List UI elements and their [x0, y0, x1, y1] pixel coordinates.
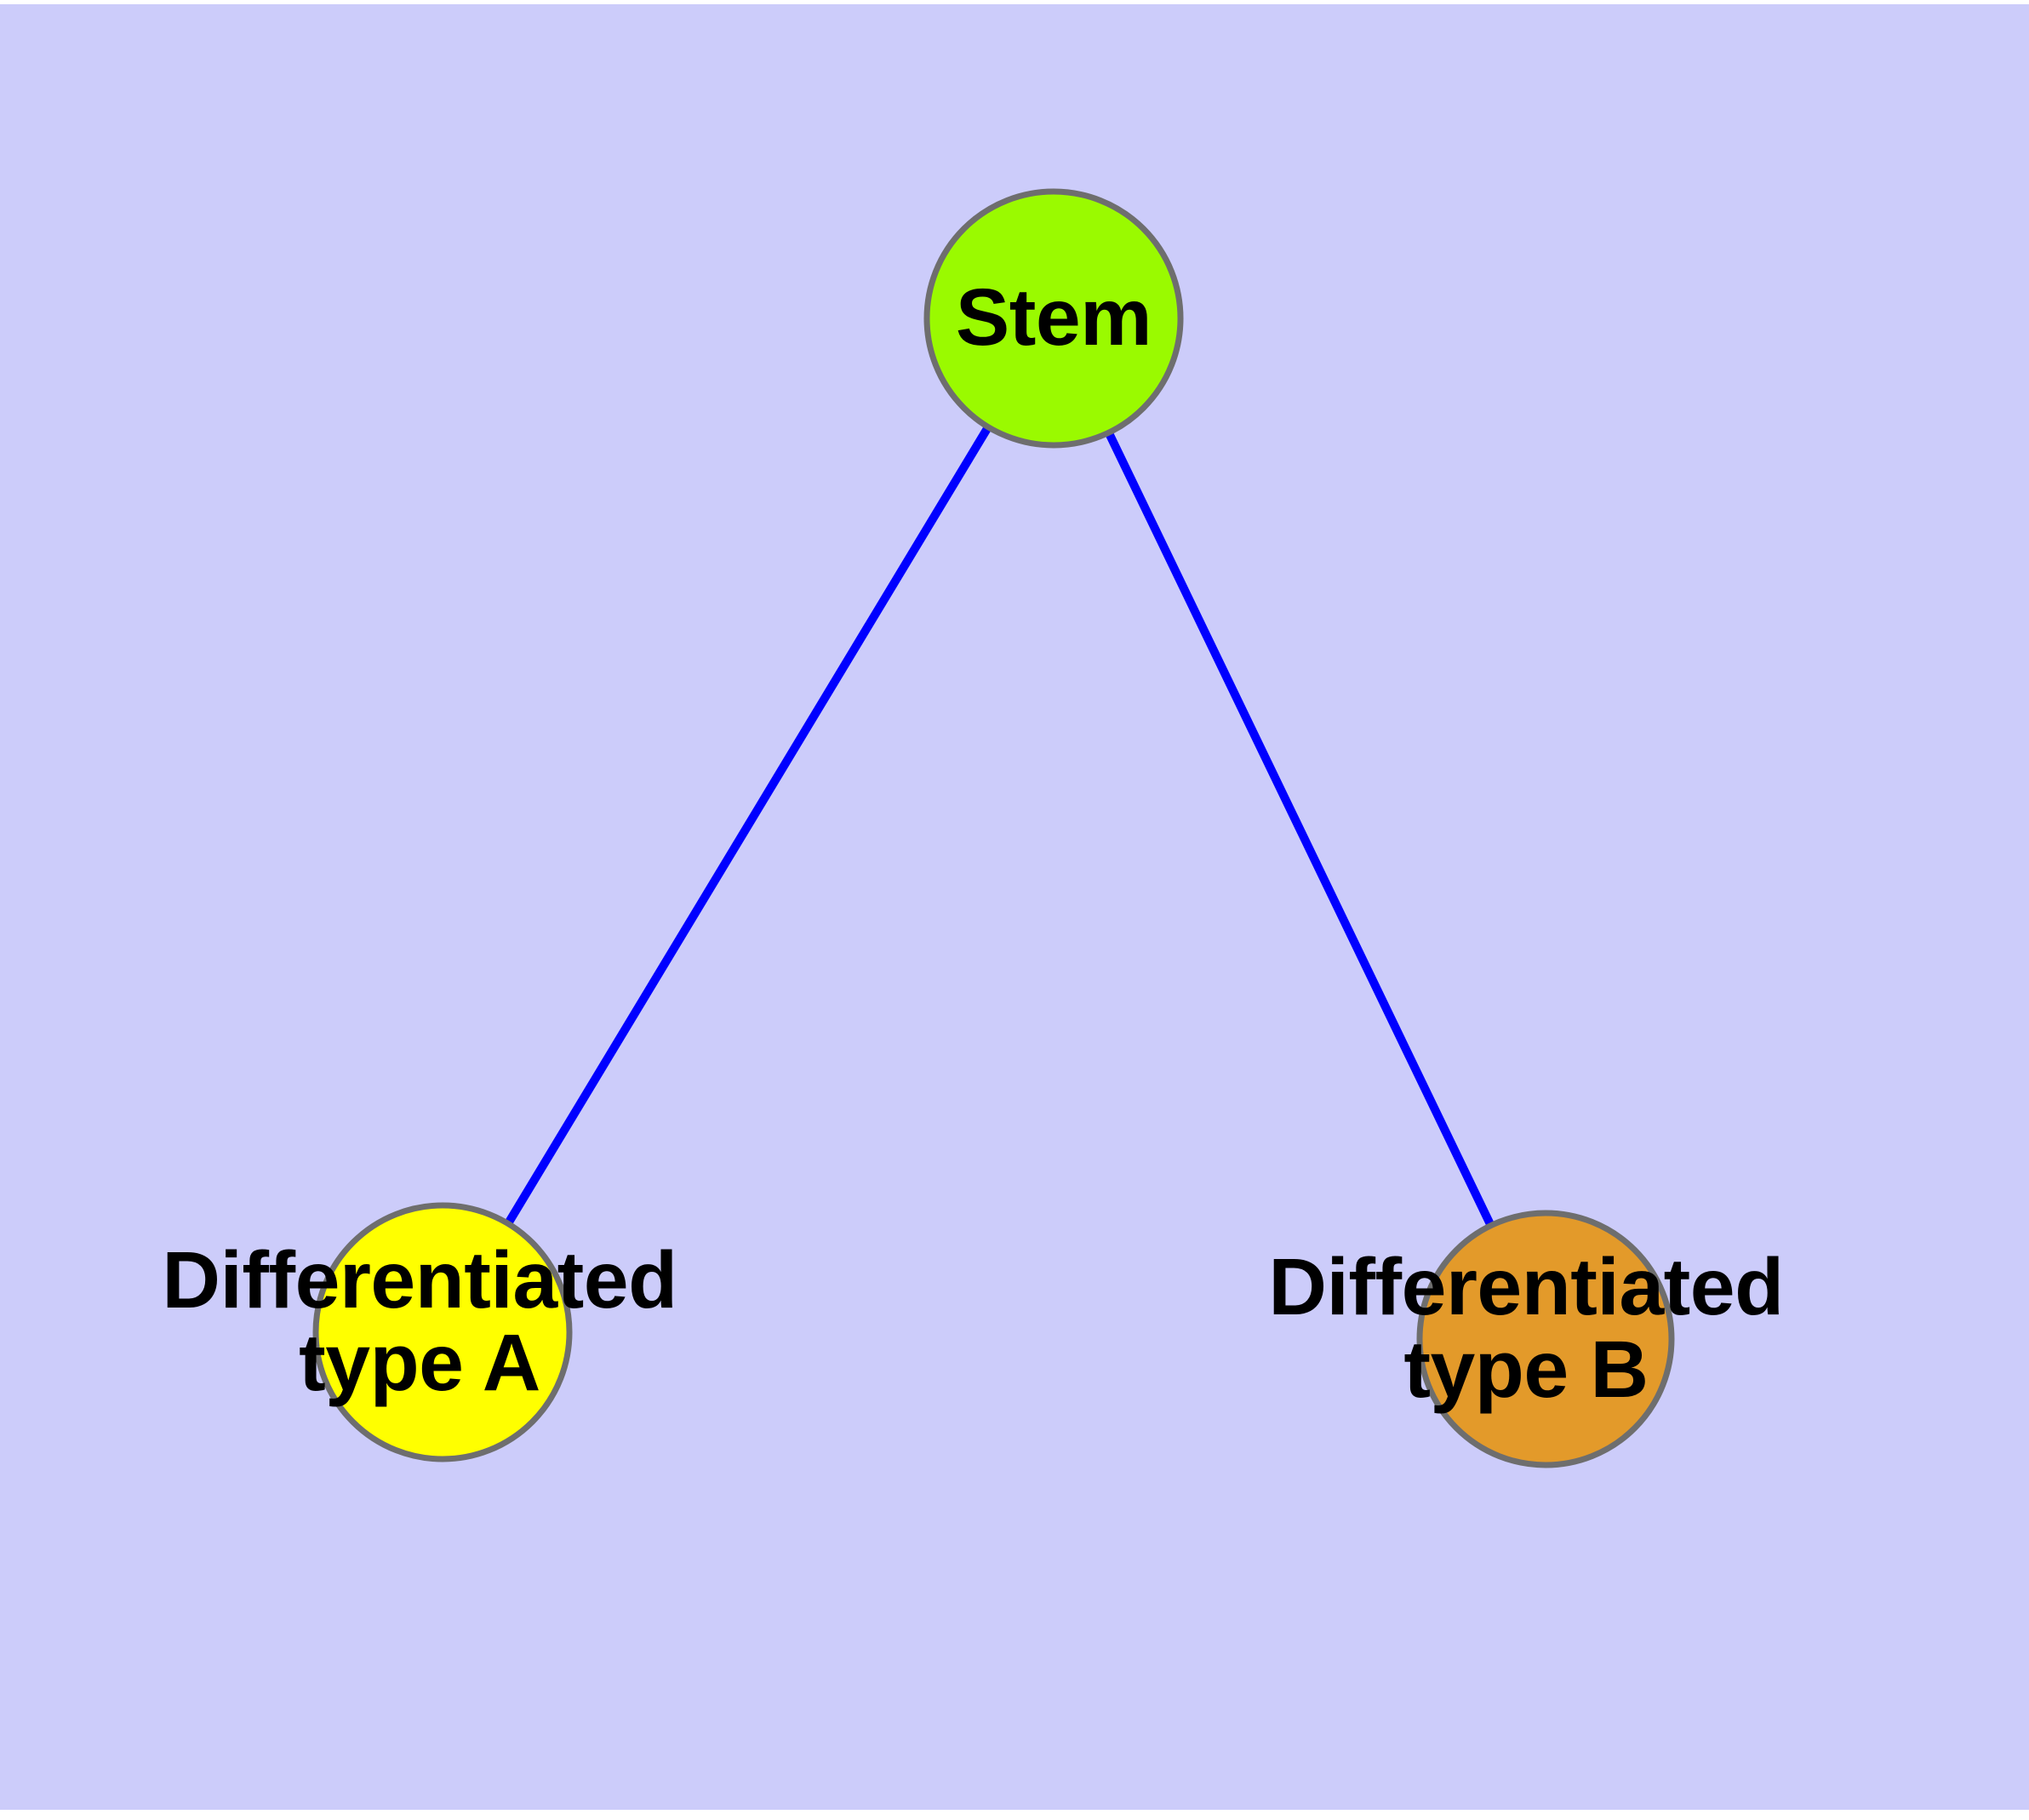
edge-layer	[438, 316, 1550, 1342]
node-layer	[312, 188, 1675, 1468]
node-stem[interactable]	[923, 188, 1184, 449]
edge-stem-to-differentiated-type-b[interactable]	[1049, 316, 1550, 1342]
node-differentiated-type-b[interactable]	[1416, 1210, 1675, 1468]
node-differentiated-type-a[interactable]	[312, 1202, 573, 1462]
edge-stem-to-differentiated-type-a[interactable]	[438, 316, 1058, 1335]
